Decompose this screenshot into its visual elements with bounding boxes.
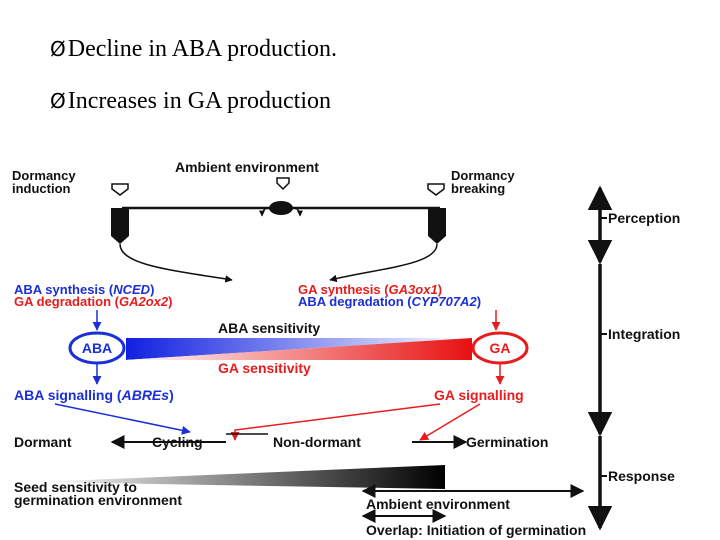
ga-node-label: GA <box>490 340 511 356</box>
induction-chevron-icon <box>111 183 129 196</box>
state-non-dormant: Non-dormant <box>273 434 361 450</box>
ga-synthesis-label: GA synthesis (GA3ox1) <box>298 282 442 297</box>
dormancy-induction-label-line2: induction <box>12 181 71 196</box>
ga-signal-to-germination-arrow <box>419 403 481 441</box>
state-cycling: Cycling <box>152 434 203 450</box>
seed-sensitivity-label-line1: Seed sensitivity to <box>14 479 137 495</box>
left-receptor-block <box>111 208 129 244</box>
bullet-increase-ga: ØIncreases in GA production <box>50 88 331 115</box>
dormancy-induction-label-line1: Dormancy <box>12 168 76 183</box>
aba-synthesis-label: ABA synthesis (NCED) <box>14 282 154 297</box>
dormancy-breaking-label-line1: Dormancy <box>451 168 515 183</box>
sensor-right-arrow <box>291 207 303 217</box>
stage-perception: Perception <box>608 210 680 226</box>
ga-sensitivity-wedge <box>126 338 472 360</box>
sensor-left-arrow <box>259 207 271 217</box>
right-perception-arrow <box>329 243 438 283</box>
seed-sensitivity-label-line2: germination environment <box>14 492 182 508</box>
environment-sensor-icon <box>269 201 293 215</box>
bullet-decline-aba: ØDecline in ABA production. <box>50 36 337 63</box>
ga-sensitivity-label: GA sensitivity <box>218 360 311 376</box>
aba-node-label: ABA <box>82 340 112 356</box>
state-dormant: Dormant <box>14 434 72 450</box>
aba-signalling-label: ABA signalling (ABREs) <box>14 387 174 403</box>
aba-degradation-label: ABA degradation (CYP707A2) <box>298 294 481 309</box>
breaking-chevron-icon <box>427 183 445 196</box>
bullet-text: Decline in ABA production. <box>67 36 338 62</box>
aba-sensitivity-label: ABA sensitivity <box>218 320 320 336</box>
stage-integration: Integration <box>608 326 680 342</box>
bullet-arrow-icon: Ø <box>50 37 66 61</box>
ambient-down-chevron-icon <box>276 177 290 191</box>
right-receptor-block <box>428 208 446 244</box>
aba-node <box>68 331 126 365</box>
ambient-environment-top: Ambient environment <box>175 159 319 175</box>
bullet-text: Increases in GA production <box>67 88 332 114</box>
ambient-environment-bottom: Ambient environment <box>366 496 510 512</box>
state-germination: Germination <box>466 434 548 450</box>
left-perception-arrow <box>119 243 233 283</box>
bullet-arrow-icon: Ø <box>50 89 66 113</box>
ga-signal-to-cycling-arrow <box>230 403 441 441</box>
aba-signalling-arrow <box>54 403 191 435</box>
overlap-label: Overlap: Initiation of germination <box>366 522 586 538</box>
dormancy-breaking-label-line2: breaking <box>451 181 505 196</box>
ga-signalling-label: GA signalling <box>434 387 524 403</box>
ga-node <box>471 331 529 365</box>
ga-degradation-label: GA degradation (GA2ox2) <box>14 294 172 309</box>
stage-response: Response <box>608 468 675 484</box>
seed-sensitivity-wedge <box>40 465 445 489</box>
